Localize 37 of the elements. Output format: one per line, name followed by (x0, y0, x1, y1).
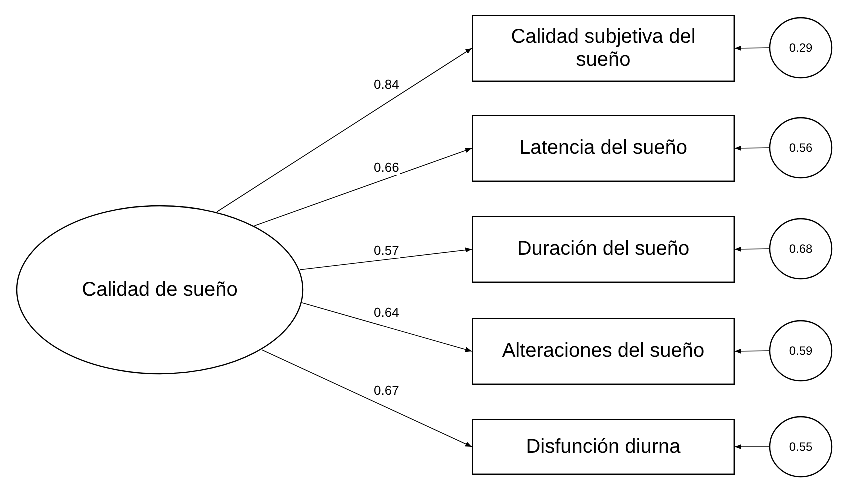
error-circle (769, 218, 833, 280)
error-circle (769, 117, 833, 179)
arrow (216, 48, 472, 212)
arrow (734, 246, 770, 252)
arrow (302, 302, 472, 352)
node-label: 0.56 (788, 141, 814, 155)
indicator-box (472, 115, 735, 182)
indicator-box (472, 216, 735, 283)
edge-label: 0.57 (373, 243, 400, 258)
latent-variable-ellipse (16, 205, 304, 375)
edge-label: 0.64 (373, 305, 400, 320)
edge-label: 0.67 (373, 383, 400, 398)
error-circle (769, 416, 833, 478)
node-label: Latencia del sueño (518, 137, 688, 160)
arrow (734, 348, 770, 354)
edge-label: 0.84 (373, 77, 400, 92)
node-label: 0.68 (788, 242, 814, 256)
indicator-box (472, 419, 735, 475)
node-label: Alteraciones del sueño (501, 340, 706, 363)
error-circle (769, 17, 833, 79)
edge-label: 0.66 (373, 160, 400, 175)
arrow (734, 146, 770, 151)
node-label: 0.55 (788, 440, 814, 454)
arrow (734, 46, 770, 51)
node-label: Calidad subjetiva del sueño (510, 26, 697, 72)
node-label: Disfunción diurna (525, 436, 682, 458)
node-label: Calidad de sueño (81, 278, 239, 302)
node-label: Duración del sueño (516, 238, 691, 261)
arrow (734, 444, 770, 450)
indicator-box (472, 318, 735, 385)
arrow (262, 350, 472, 448)
indicator-box (472, 15, 735, 82)
arrow (300, 248, 472, 270)
arrow (254, 148, 472, 226)
error-circle (769, 320, 833, 382)
node-label: 0.59 (788, 344, 814, 358)
node-label: 0.29 (788, 41, 814, 55)
